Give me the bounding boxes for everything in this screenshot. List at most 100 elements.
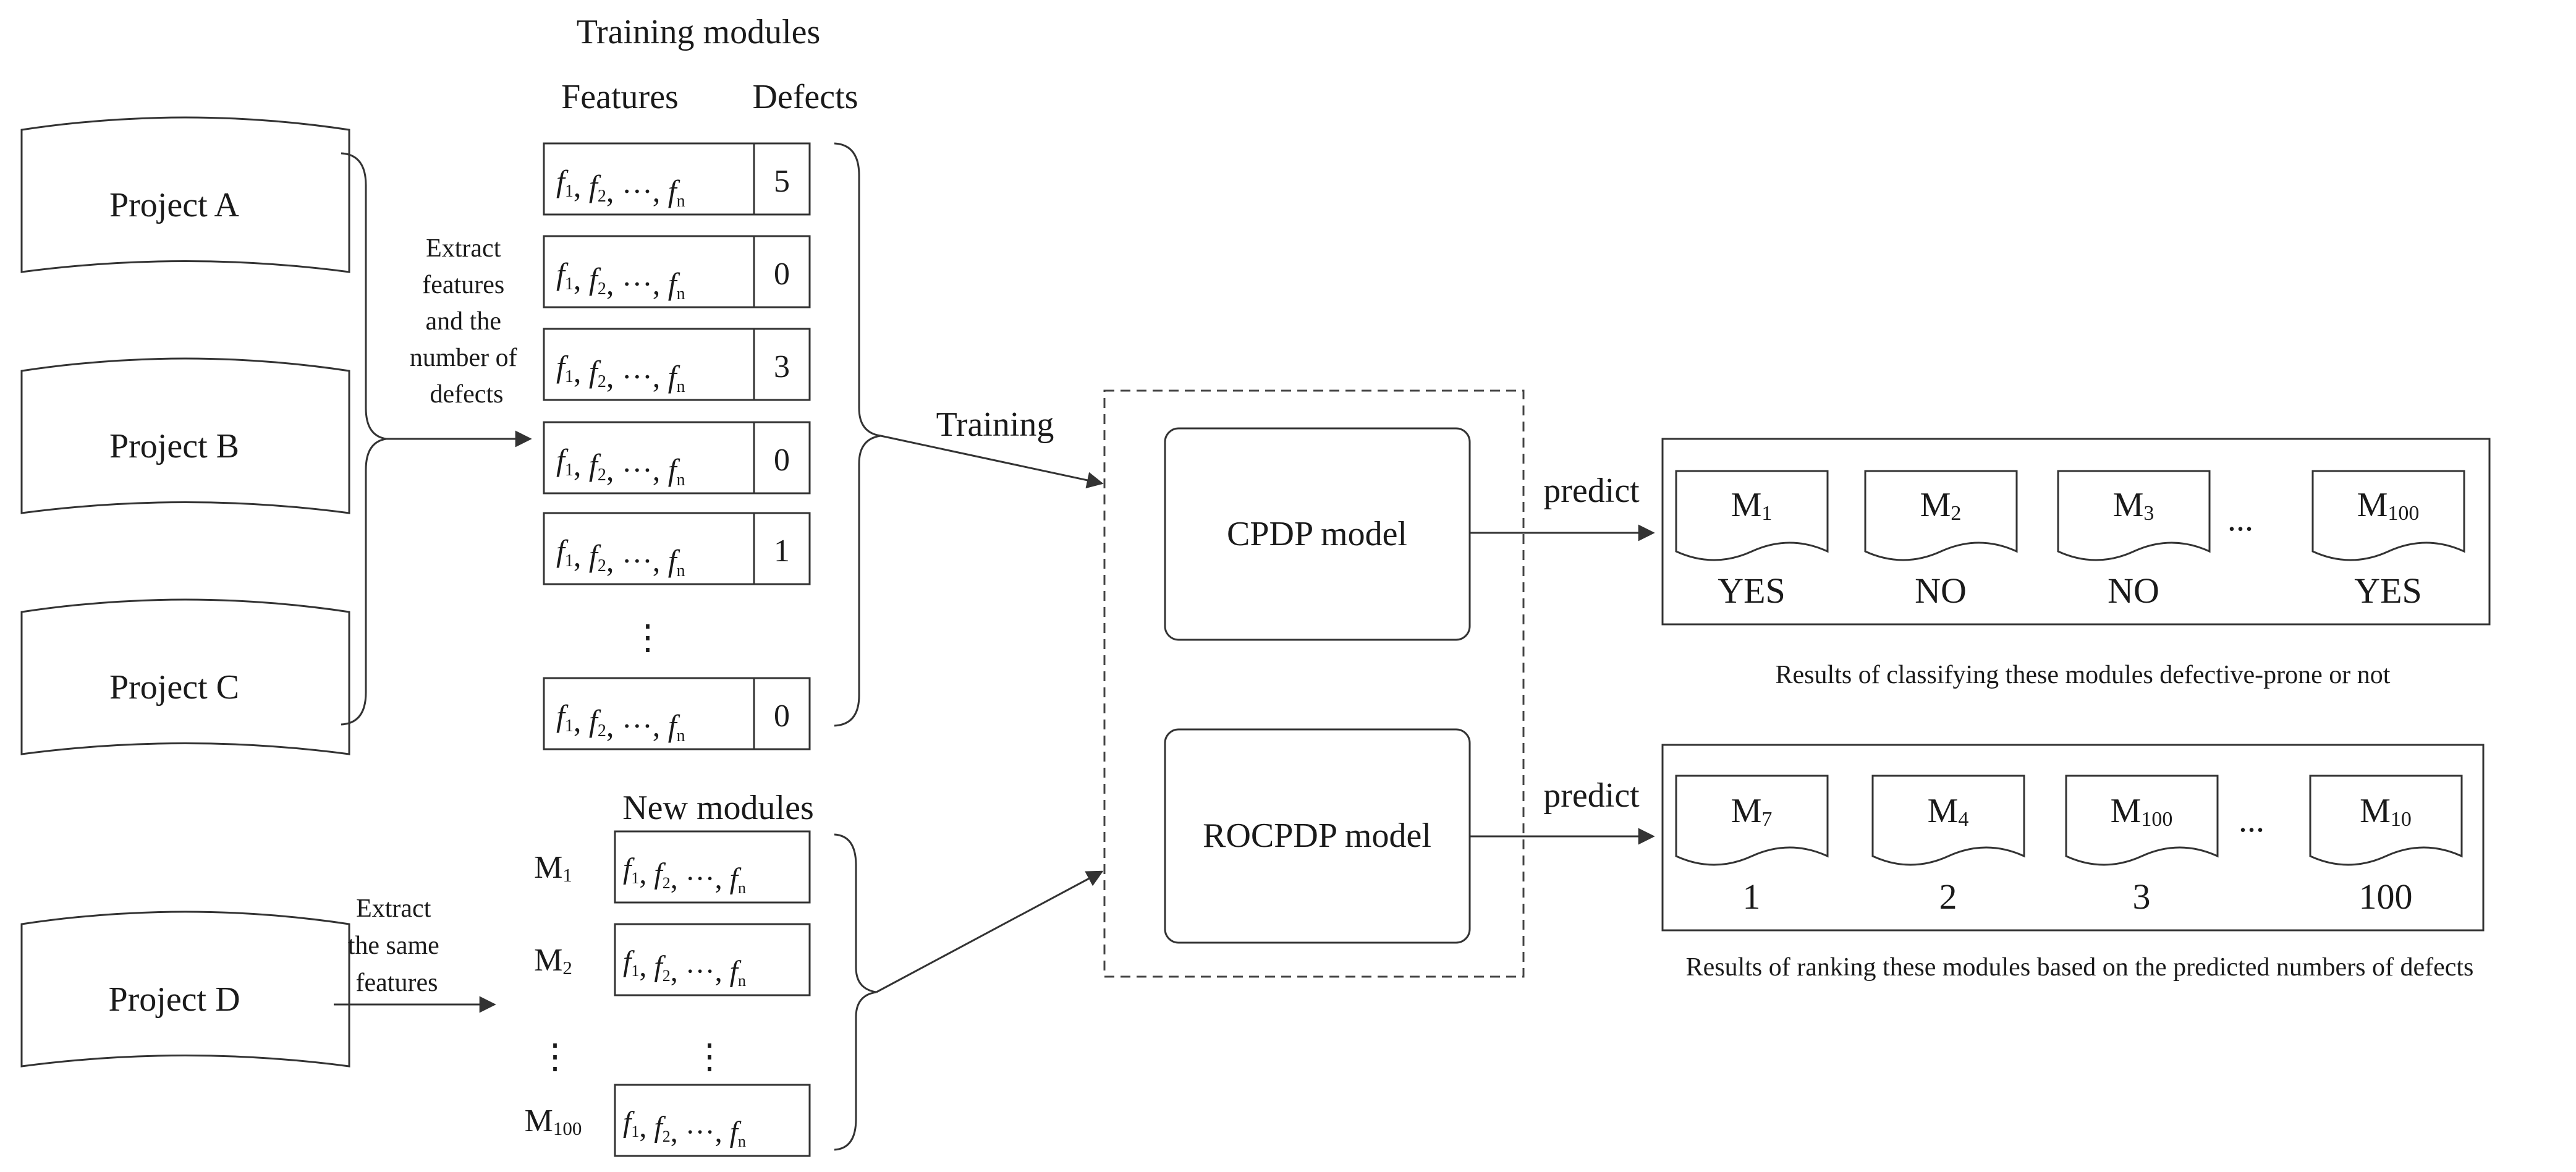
module-document-shape [2309,775,2463,866]
ranking-ellipsis: ... [2239,801,2265,839]
defects-value: 0 [774,699,790,734]
project-b-database: Project B [20,357,350,514]
models-container [1103,389,1525,978]
cpdp-model-label: CPDP model [1227,515,1407,553]
new-features-text: f1, f2, ···, fn [623,852,746,897]
module-label: M7 [1731,792,1773,831]
module-label: M1 [1731,486,1773,525]
new-modules-arrow [876,870,1104,993]
defects-value: 5 [774,164,790,199]
module-label: M2 [1920,486,1962,525]
extract-features-label: Extract features and the number of defec… [410,234,523,409]
defects-value: 0 [774,443,790,478]
module-document-shape [2311,470,2465,561]
classification-result: YES [1718,571,1786,611]
new-modules-ellipsis-left: ⋮ [538,1038,572,1076]
new-modules-title: New modules [622,789,814,827]
features-text: f1, f2, ···, fn [556,257,685,304]
ranking-caption: Results of ranking these modules based o… [1686,953,2474,982]
training-modules-brace [834,142,881,727]
module-label: M4 [1928,792,1969,831]
ranking-document: M7 1 [1675,775,1829,917]
project-d-database: Project D [20,911,350,1068]
training-row: f1, f2, ···, fn 5 [543,142,811,216]
cpdp-predict-label: predict [1543,472,1640,510]
new-features-text: f1, f2, ···, fn [623,945,746,990]
rocpdp-predict-label: predict [1543,776,1640,815]
classification-result: NO [1915,571,1967,611]
training-row: f1, f2, ···, fn 0 [543,677,811,750]
module-document-shape [1864,470,2018,561]
ranking-document: M4 2 [1871,775,2025,917]
ranking-results-box [1661,744,2485,932]
defects-column-header: Defects [752,78,858,116]
module-label: M10 [2360,792,2412,831]
new-features-cell [614,830,811,904]
features-text: f1, f2, ···, fn [556,533,685,580]
ranking-document: M10 100 [2309,775,2463,917]
project-c-label: Project C [109,668,239,707]
training-rows-ellipsis: ⋮ [630,619,665,657]
training-label: Training [936,406,1054,444]
module-label: M100 [525,1103,582,1139]
features-text: f1, f2, ···, fn [556,699,685,745]
training-modules-title: Training modules [577,13,821,51]
rocpdp-model-label: ROCPDP model [1203,817,1431,855]
features-text: f1, f2, ···, fn [556,164,685,211]
new-modules-brace [834,833,877,1151]
defects-cell [753,677,811,750]
module-label: M1 [534,850,572,886]
features-column-header: Features [561,78,679,116]
module-document-shape [1675,775,1829,866]
module-document-shape [2065,775,2219,866]
new-module-row: M2 f1, f2, ···, fn [534,923,811,996]
features-text: f1, f2, ···, fn [556,349,685,396]
module-label: M100 [2111,792,2173,831]
project-b-label: Project B [109,427,239,465]
module-document-shape [2057,470,2211,561]
rank-value: 2 [1939,877,1957,917]
cpdp-model-box [1164,427,1471,641]
classification-results-box [1661,438,2491,626]
training-row: f1, f2, ···, fn 3 [543,328,811,401]
project-d-label: Project D [108,980,240,1019]
defects-cell [753,328,811,401]
extract-same-features-label: Extract the same features [348,894,446,997]
new-features-cell [614,1084,811,1157]
defects-value: 0 [774,257,790,292]
classification-result: NO [2108,571,2159,611]
classification-ellipsis: ... [2227,500,2253,538]
training-arrow [880,435,1104,489]
module-label: M100 [2357,486,2420,525]
new-features-cell [614,923,811,996]
project-a-database: Project A [20,116,350,273]
defects-cell [753,235,811,308]
new-modules-ellipsis-right: ⋮ [692,1038,727,1076]
classification-result: YES [2354,571,2422,611]
classification-caption: Results of classifying these modules def… [1776,661,2391,689]
rank-value: 100 [2359,877,2413,917]
rank-value: 1 [1743,877,1761,917]
module-document-shape [1675,470,1829,561]
training-row: f1, f2, ···, fn 0 [543,235,811,308]
defects-cell [753,142,811,216]
module-document-shape [1871,775,2025,866]
defects-value: 3 [774,349,790,384]
training-row: f1, f2, ···, fn 1 [543,512,811,585]
defects-value: 1 [774,533,790,569]
defects-cell [753,421,811,495]
module-label: M2 [534,943,572,979]
project-c-database: Project C [20,598,350,755]
training-row: f1, f2, ···, fn0 [543,421,811,495]
rank-value: 3 [2133,877,2151,917]
defects-cell [753,512,811,585]
